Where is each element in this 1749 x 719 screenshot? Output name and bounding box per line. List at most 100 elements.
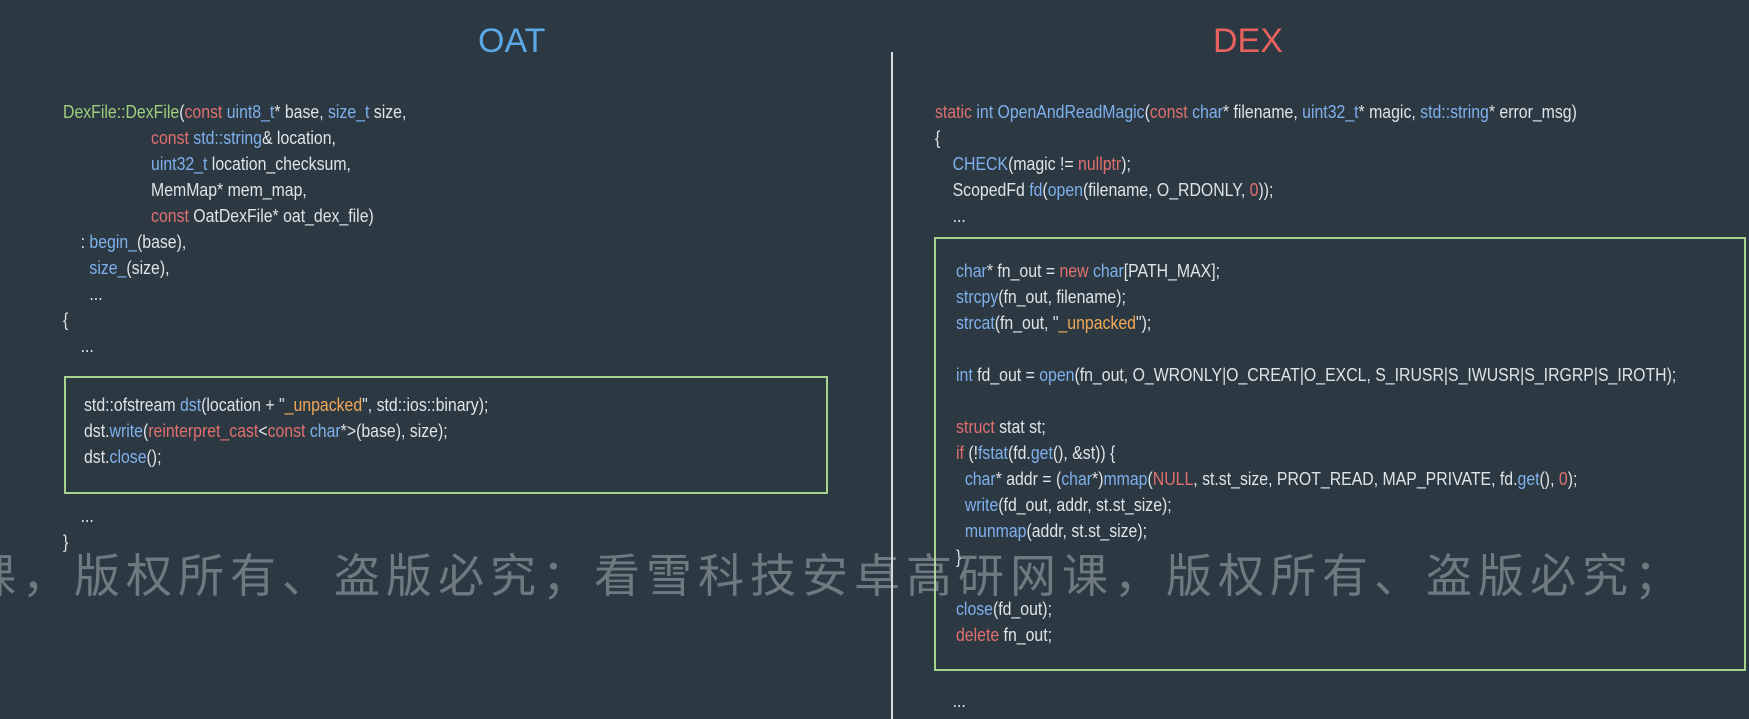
code-line: { [935, 125, 1577, 151]
code-token: const [267, 421, 310, 441]
code-token: mmap [1103, 469, 1148, 489]
code-token: ", std::ios::binary); [362, 395, 489, 415]
code-line: uint32_t location_checksum, [63, 151, 406, 177]
code-token: open [1047, 180, 1083, 200]
code-token: begin_ [89, 232, 137, 252]
code-token: "); [1135, 313, 1152, 333]
code-line: ... [63, 281, 406, 307]
code-token: uint32_t [151, 154, 208, 174]
code-line: const std::string& location, [63, 125, 406, 151]
code-token: size_ [89, 258, 127, 278]
code-token: { [63, 310, 69, 330]
code-line: close(fd_out); [956, 596, 1676, 622]
code-token: _unpacked [1058, 313, 1136, 333]
code-token: *) [1092, 469, 1104, 489]
code-token: munmap [964, 521, 1027, 541]
column-divider [891, 52, 893, 719]
code-token: MemMap* mem_map, [63, 180, 307, 200]
code-line: strcat(fn_out, "_unpacked"); [956, 310, 1676, 336]
code-token [63, 206, 151, 226]
code-token: dst. [84, 421, 110, 441]
code-token: (fd_out, addr, st.st_size); [998, 495, 1172, 515]
code-token: std::string [193, 128, 262, 148]
code-token: fd [1029, 180, 1043, 200]
code-line: std::ofstream dst(location + "_unpacked"… [84, 392, 488, 418]
right-box-code-block: char* fn_out = new char[PATH_MAX];strcpy… [956, 258, 1676, 648]
code-token: (fd_out); [992, 599, 1052, 619]
code-token: OpenAndReadMagic [997, 102, 1145, 122]
code-line: ... [63, 333, 406, 359]
code-token: ); [1567, 469, 1578, 489]
code-token: std::ofstream [84, 395, 180, 415]
code-token: ... [935, 206, 966, 226]
code-token: (magic != [1008, 154, 1079, 174]
code-token: close [109, 447, 147, 467]
code-token: dst. [84, 447, 110, 467]
code-token: new [1059, 261, 1093, 281]
code-token: location_checksum, [207, 154, 351, 174]
code-token: * filename, [1222, 102, 1303, 122]
code-token: ( [1042, 180, 1048, 200]
code-token [956, 521, 965, 541]
code-token: (size), [126, 258, 170, 278]
code-token [956, 495, 965, 515]
code-token: } [956, 547, 962, 567]
code-token: open [1039, 365, 1075, 385]
code-token [63, 128, 151, 148]
code-token: char [1192, 102, 1223, 122]
code-token [63, 258, 89, 278]
code-token: ... [935, 691, 966, 711]
code-line: int fd_out = open(fn_out, O_WRONLY|O_CRE… [956, 362, 1676, 388]
code-line: static int OpenAndReadMagic(const char* … [935, 99, 1577, 125]
code-token: stat st; [999, 417, 1046, 437]
code-token: ( [142, 421, 149, 441]
code-token: * error_msg) [1488, 102, 1577, 122]
code-line: } [63, 529, 94, 555]
code-token: if [956, 443, 969, 463]
right-highlight-box [934, 237, 1746, 671]
code-token: (base), [136, 232, 187, 252]
code-line: dst.write(reinterpret_cast<const char*>(… [84, 418, 488, 444]
code-token: int [976, 102, 998, 122]
code-token: nullptr [1078, 154, 1122, 174]
code-line: const OatDexFile* oat_dex_file) [63, 203, 406, 229]
code-token: * base, [274, 102, 329, 122]
code-token: delete [956, 625, 1004, 645]
code-token: } [63, 532, 69, 552]
code-token: write [964, 495, 999, 515]
code-token: const [1149, 102, 1193, 122]
code-line: CHECK(magic != nullptr); [935, 151, 1577, 177]
code-token: (); [146, 447, 162, 467]
code-line: } [956, 544, 1676, 570]
code-token [956, 469, 965, 489]
code-token: < [258, 421, 268, 441]
code-line: munmap(addr, st.st_size); [956, 518, 1676, 544]
code-token: (location + " [201, 395, 285, 415]
right-tail-code-block: ... [935, 688, 966, 714]
code-token: get [1517, 469, 1540, 489]
code-token: char [964, 469, 996, 489]
code-token: fd_out = [972, 365, 1040, 385]
code-token: ... [63, 284, 103, 304]
code-token: : [63, 232, 90, 252]
left-highlight-box [64, 376, 828, 494]
code-line: if (!fstat(fd.get(), &st)) { [956, 440, 1676, 466]
code-line: : begin_(base), [63, 229, 406, 255]
code-token: NULL [1152, 469, 1194, 489]
code-line: delete fn_out; [956, 622, 1676, 648]
code-token: struct [956, 417, 1000, 437]
code-token: ); [1121, 154, 1131, 174]
code-token: * magic, [1358, 102, 1421, 122]
code-token: ... [63, 506, 94, 526]
code-line: write(fd_out, addr, st.st_size); [956, 492, 1676, 518]
code-line [956, 336, 1676, 362]
code-token [935, 154, 953, 174]
code-token: * fn_out = [986, 261, 1060, 281]
code-line: char* fn_out = new char[PATH_MAX]; [956, 258, 1676, 284]
code-token: 0 [1249, 180, 1259, 200]
code-token: DexFile::DexFile [63, 102, 180, 122]
code-token: write [109, 421, 143, 441]
code-line: ... [935, 203, 1577, 229]
code-token: fstat [978, 443, 1008, 463]
